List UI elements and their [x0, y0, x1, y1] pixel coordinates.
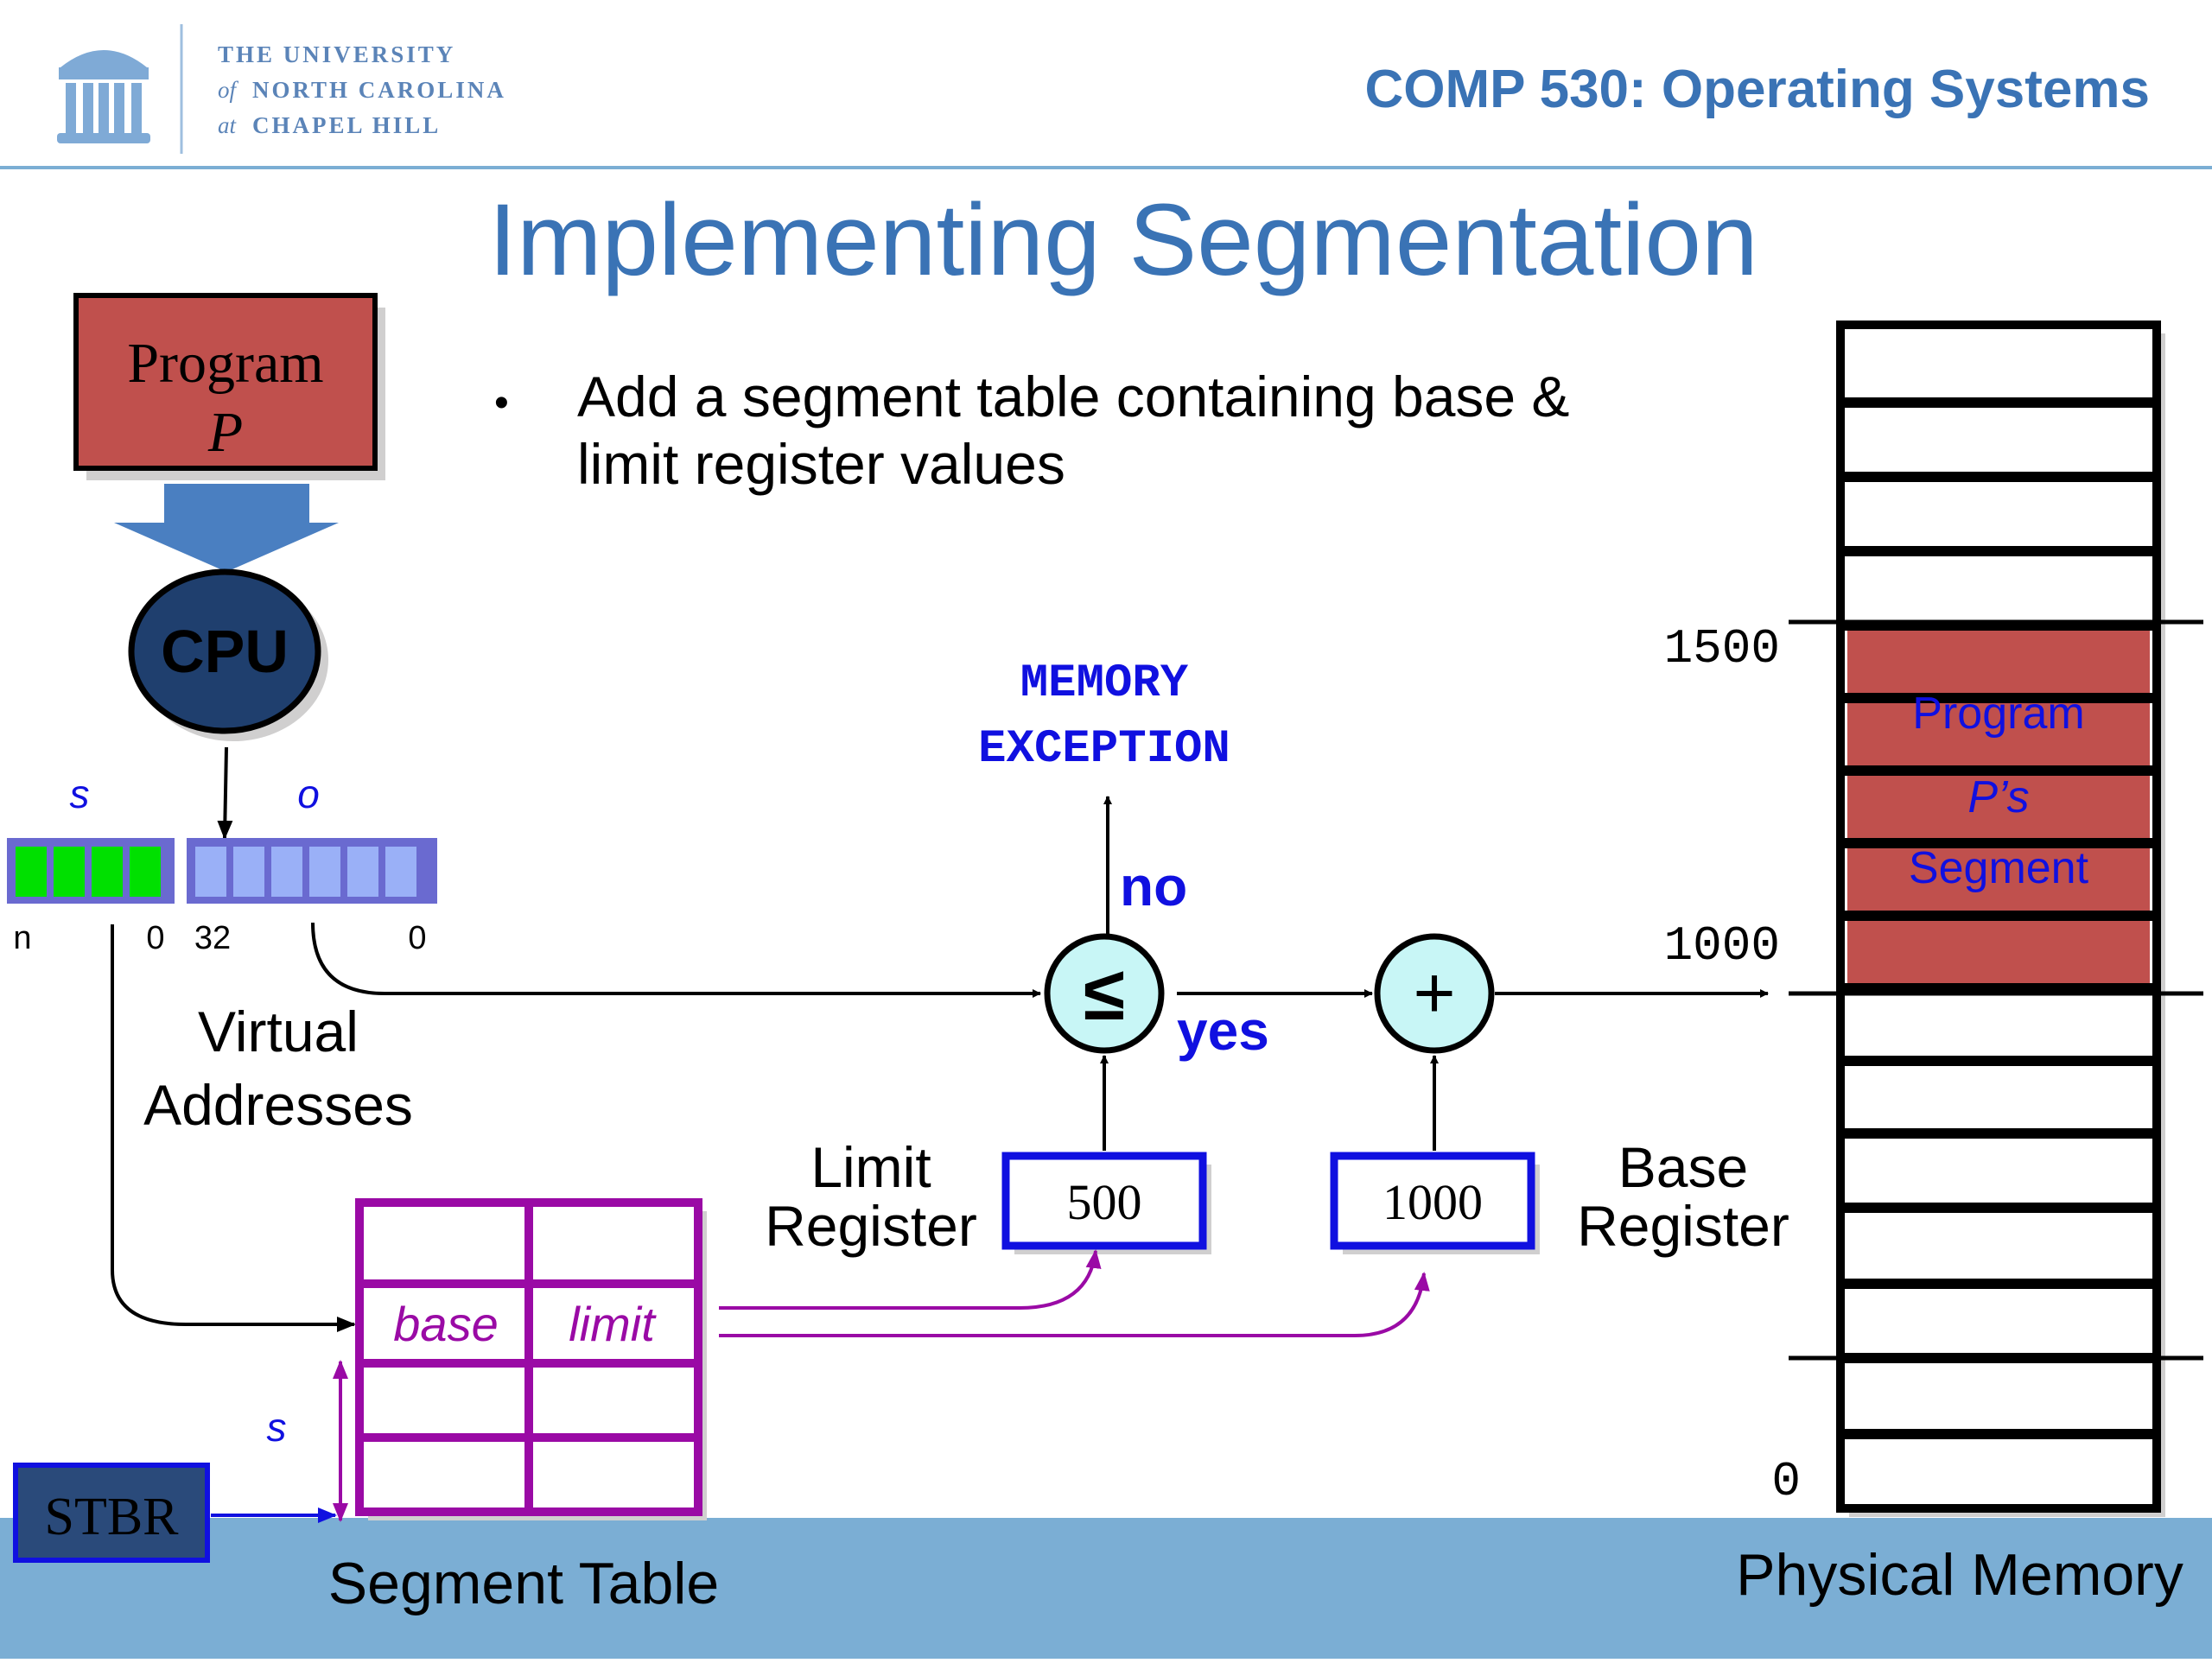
- base-register: 1000: [1330, 1152, 1540, 1254]
- course-title: COMP 530: Operating Systems: [1364, 60, 2150, 119]
- bullet-line-2: limit register values: [577, 432, 1065, 496]
- segment-table: base limit: [355, 1198, 707, 1520]
- university-line-3: CHAPEL HILL: [252, 112, 441, 138]
- table-index-label: s: [267, 1405, 287, 1450]
- compare-symbol: ≤: [1084, 950, 1125, 1036]
- university-line-2: NORTH CAROLINA: [252, 77, 506, 103]
- limit-register-line-1: Limit: [810, 1135, 931, 1199]
- stbr-label: STBR: [44, 1488, 179, 1546]
- bit-32-label: 32: [194, 920, 231, 956]
- memory-exception-line-1: MEMORY: [1020, 657, 1189, 710]
- base-register-line-1: Base: [1618, 1135, 1748, 1199]
- no-label: no: [1120, 855, 1187, 917]
- segment-table-limit: limit: [569, 1297, 657, 1351]
- virtual-address-register: [7, 838, 437, 904]
- table-to-base-arrow: [719, 1272, 1430, 1337]
- virtual-addresses-line-1: Virtual: [198, 1000, 359, 1063]
- base-adder: +: [1374, 933, 1495, 1054]
- program-p-label: P: [207, 401, 243, 464]
- segment-to-table-arrow: [111, 924, 356, 1332]
- segment-bits-label: s: [70, 771, 90, 816]
- segment-line-3: Segment: [1909, 843, 2089, 893]
- bullet-dot: •: [494, 380, 509, 426]
- old-well-icon: [57, 50, 150, 143]
- stbr-register: STBR: [13, 1463, 210, 1563]
- virtual-addresses-line-2: Addresses: [143, 1073, 413, 1137]
- limit-comparator: ≤: [1044, 933, 1165, 1054]
- segment-table-base: base: [393, 1297, 498, 1351]
- physical-memory-label: Physical Memory: [1736, 1542, 2183, 1608]
- base-register-line-2: Register: [1577, 1194, 1789, 1258]
- address-0: 0: [1771, 1454, 1801, 1509]
- limit-value: 500: [1067, 1174, 1142, 1230]
- memory-exception-line-2: EXCEPTION: [978, 723, 1230, 776]
- offset-bits-label: o: [297, 771, 320, 816]
- university-line-1: THE UNIVERSITY: [218, 41, 455, 67]
- offset-to-compare-arrow: [311, 922, 1041, 998]
- slide-title: Implementing Segmentation: [488, 183, 1758, 297]
- university-at: at: [218, 112, 238, 138]
- program-to-cpu-arrow: [114, 484, 339, 572]
- program-box: Program P: [73, 293, 385, 480]
- bit-0a-label: 0: [146, 920, 164, 956]
- address-1000: 1000: [1664, 918, 1780, 974]
- cpu-node: CPU: [128, 568, 328, 741]
- table-to-limit-arrow: [719, 1249, 1102, 1310]
- program-segment-block: [1847, 625, 2150, 988]
- yes-label: yes: [1177, 1000, 1269, 1062]
- add-symbol: +: [1413, 952, 1455, 1033]
- limit-register-line-2: Register: [765, 1194, 977, 1258]
- segment-table-label: Segment Table: [328, 1551, 719, 1616]
- cpu-label: CPU: [161, 618, 289, 685]
- university-of: of: [218, 77, 239, 103]
- bit-n-label: n: [13, 920, 31, 956]
- segment-line-1: Program: [1912, 689, 2084, 739]
- cpu-to-address-arrow: [217, 746, 233, 840]
- program-label: Program: [127, 332, 323, 395]
- segment-line-2: P’s: [1967, 772, 2029, 822]
- bullet-line-1: Add a segment table containing base &: [577, 365, 1569, 428]
- base-value: 1000: [1382, 1174, 1483, 1230]
- address-1500: 1500: [1664, 621, 1780, 676]
- footer-band: [0, 1518, 2212, 1659]
- bit-0b-label: 0: [408, 920, 426, 956]
- header: THE UNIVERSITY of NORTH CAROLINA at CHAP…: [0, 24, 2212, 169]
- limit-register: 500: [1001, 1152, 1211, 1254]
- physical-memory: Program P’s Segment: [1836, 321, 2165, 1517]
